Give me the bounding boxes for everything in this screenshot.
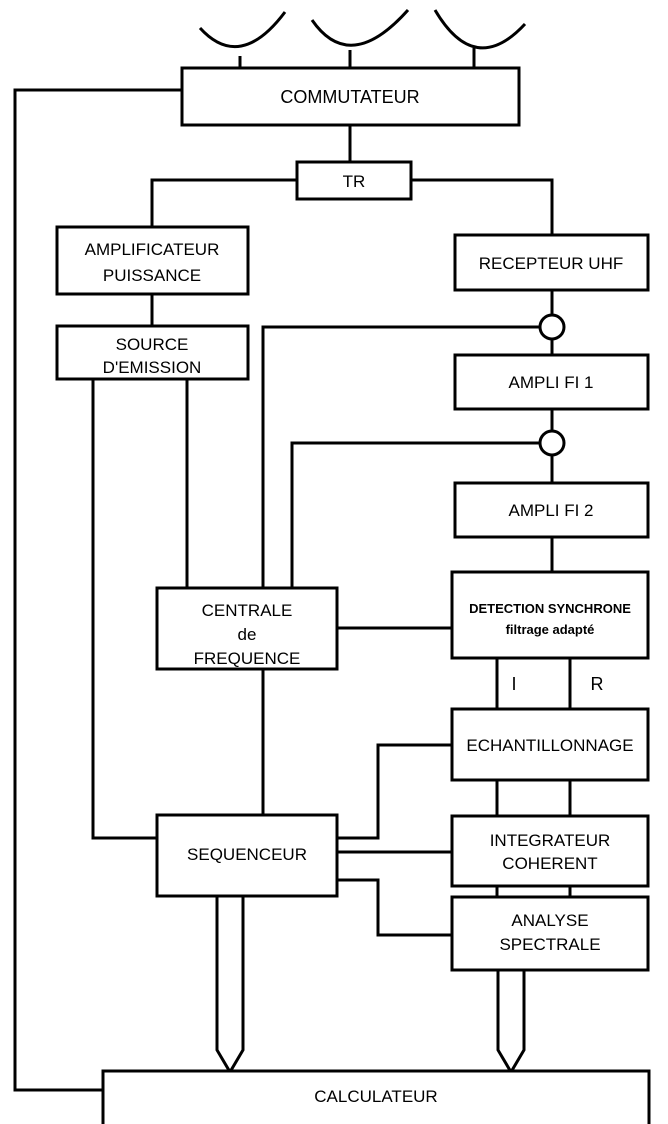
integrateur-label-line2: COHERENT [502, 854, 597, 873]
antennas [198, 9, 527, 68]
wire-sequenceur-echantillonnage [337, 743, 452, 840]
channel-i-label: I [511, 674, 516, 694]
block-commutateur: COMMUTATEUR [180, 66, 521, 127]
wire-centrale-mixer2 [290, 441, 540, 588]
block-calculateur: CALCULATEUR [101, 1069, 651, 1124]
block-amplificateur: AMPLIFICATEUR PUISSANCE [55, 225, 250, 296]
mixer-1 [538, 313, 566, 341]
channel-r-label: R [591, 674, 604, 694]
source-label-line2: D'EMISSION [103, 358, 202, 377]
wire-source-sequenceur [91, 379, 157, 840]
block-sequenceur: SEQUENCEUR [155, 813, 339, 898]
centrale-label-line3: FREQUENCE [194, 649, 301, 668]
centrale-label-line2: de [238, 625, 257, 644]
amplificateur-label-line2: PUISSANCE [103, 266, 201, 285]
wire-commutateur-calculateur [13, 88, 182, 1092]
calculateur-label: CALCULATEUR [314, 1087, 437, 1106]
tr-label: TR [343, 172, 366, 191]
integrateur-label-line1: INTEGRATEUR [490, 831, 611, 850]
detection-label-line2: filtrage adapté [506, 622, 595, 637]
antenna-left [198, 11, 287, 49]
wire-tr-recepteur [411, 178, 554, 235]
source-label-line1: SOURCE [116, 335, 189, 354]
recepteur-label: RECEPTEUR UHF [479, 254, 624, 273]
bus-arrow-sequenceur [215, 894, 245, 1075]
echantillonnage-label: ECHANTILLONNAGE [466, 736, 633, 755]
antenna-right [433, 9, 527, 50]
block-echantillonnage: ECHANTILLONNAGE [450, 707, 650, 782]
connections [13, 88, 572, 1092]
commutateur-label: COMMUTATEUR [280, 87, 419, 107]
block-centrale: CENTRALE de FREQUENCE [155, 586, 339, 671]
wire-sequenceur-analyse [337, 878, 452, 937]
detection-label-line1: DETECTION SYNCHRONE [469, 601, 631, 616]
block-ampli-fi2: AMPLI FI 2 [453, 481, 650, 539]
bus-arrow-analyse [496, 968, 526, 1075]
ampli-fi1-label: AMPLI FI 1 [508, 373, 593, 392]
block-tr: TR [295, 160, 413, 201]
analyse-label-line1: ANALYSE [511, 911, 588, 930]
wire-tr-amplificateur [150, 178, 297, 227]
block-ampli-fi1: AMPLI FI 1 [453, 353, 650, 411]
amplificateur-label-line1: AMPLIFICATEUR [85, 240, 220, 259]
centrale-label-line1: CENTRALE [202, 601, 293, 620]
ampli-fi2-label: AMPLI FI 2 [508, 501, 593, 520]
antenna-center [310, 9, 410, 47]
analyse-label-line2: SPECTRALE [499, 935, 600, 954]
block-recepteur: RECEPTEUR UHF [453, 233, 650, 292]
block-source: SOURCE D'EMISSION [55, 324, 250, 381]
block-integrateur: INTEGRATEUR COHERENT [450, 814, 650, 888]
block-detection: DETECTION SYNCHRONE filtrage adapté [450, 570, 650, 660]
wire-centrale-mixer1 [261, 325, 540, 588]
block-analyse: ANALYSE SPECTRALE [450, 895, 650, 972]
mixer-2 [538, 429, 566, 457]
sequenceur-label: SEQUENCEUR [187, 845, 307, 864]
